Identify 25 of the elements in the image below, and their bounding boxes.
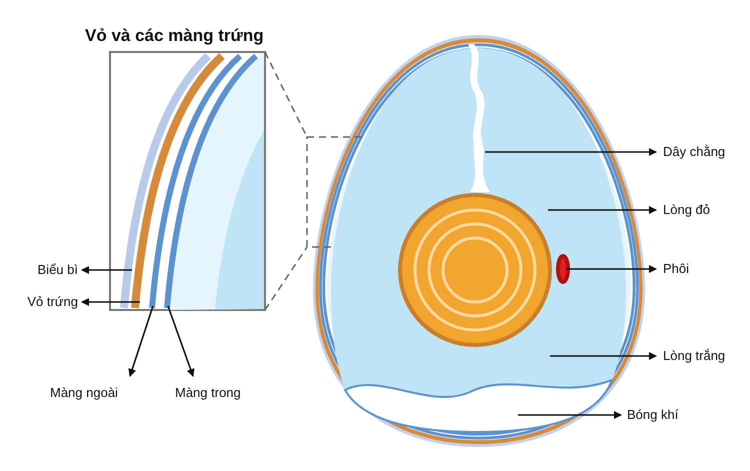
leader-arrow: [81, 298, 140, 306]
yolk: [398, 193, 552, 347]
leader-arrow: [167, 306, 194, 377]
part-label: Phôi: [663, 261, 690, 277]
leader-arrow: [518, 411, 622, 419]
part-label: Biểu bì: [38, 262, 78, 278]
part-label: Lòng đỏ: [663, 202, 710, 218]
part-label: Lòng trắng: [663, 348, 726, 364]
leader-arrow: [81, 266, 132, 274]
inner-membrane-layer: [164, 54, 258, 308]
part-label: Bóng khí: [627, 407, 678, 423]
part-label: Vỏ trứng: [27, 294, 78, 310]
inset-title: Vỏ và các màng trứng: [85, 26, 264, 46]
shell-layer: [131, 53, 225, 308]
leader-arrow: [548, 206, 657, 214]
epidermis-layer: [120, 53, 211, 308]
embryo: [556, 254, 570, 284]
part-label: Màng trong: [175, 385, 241, 401]
part-label: Dây chằng: [663, 144, 726, 160]
outer-membrane-layer: [149, 54, 242, 308]
leader-arrow: [566, 265, 657, 273]
leader-arrow: [485, 148, 657, 156]
air-cell: [344, 379, 613, 433]
leader-arrow: [128, 306, 154, 377]
part-label: Màng ngoài: [50, 385, 118, 401]
